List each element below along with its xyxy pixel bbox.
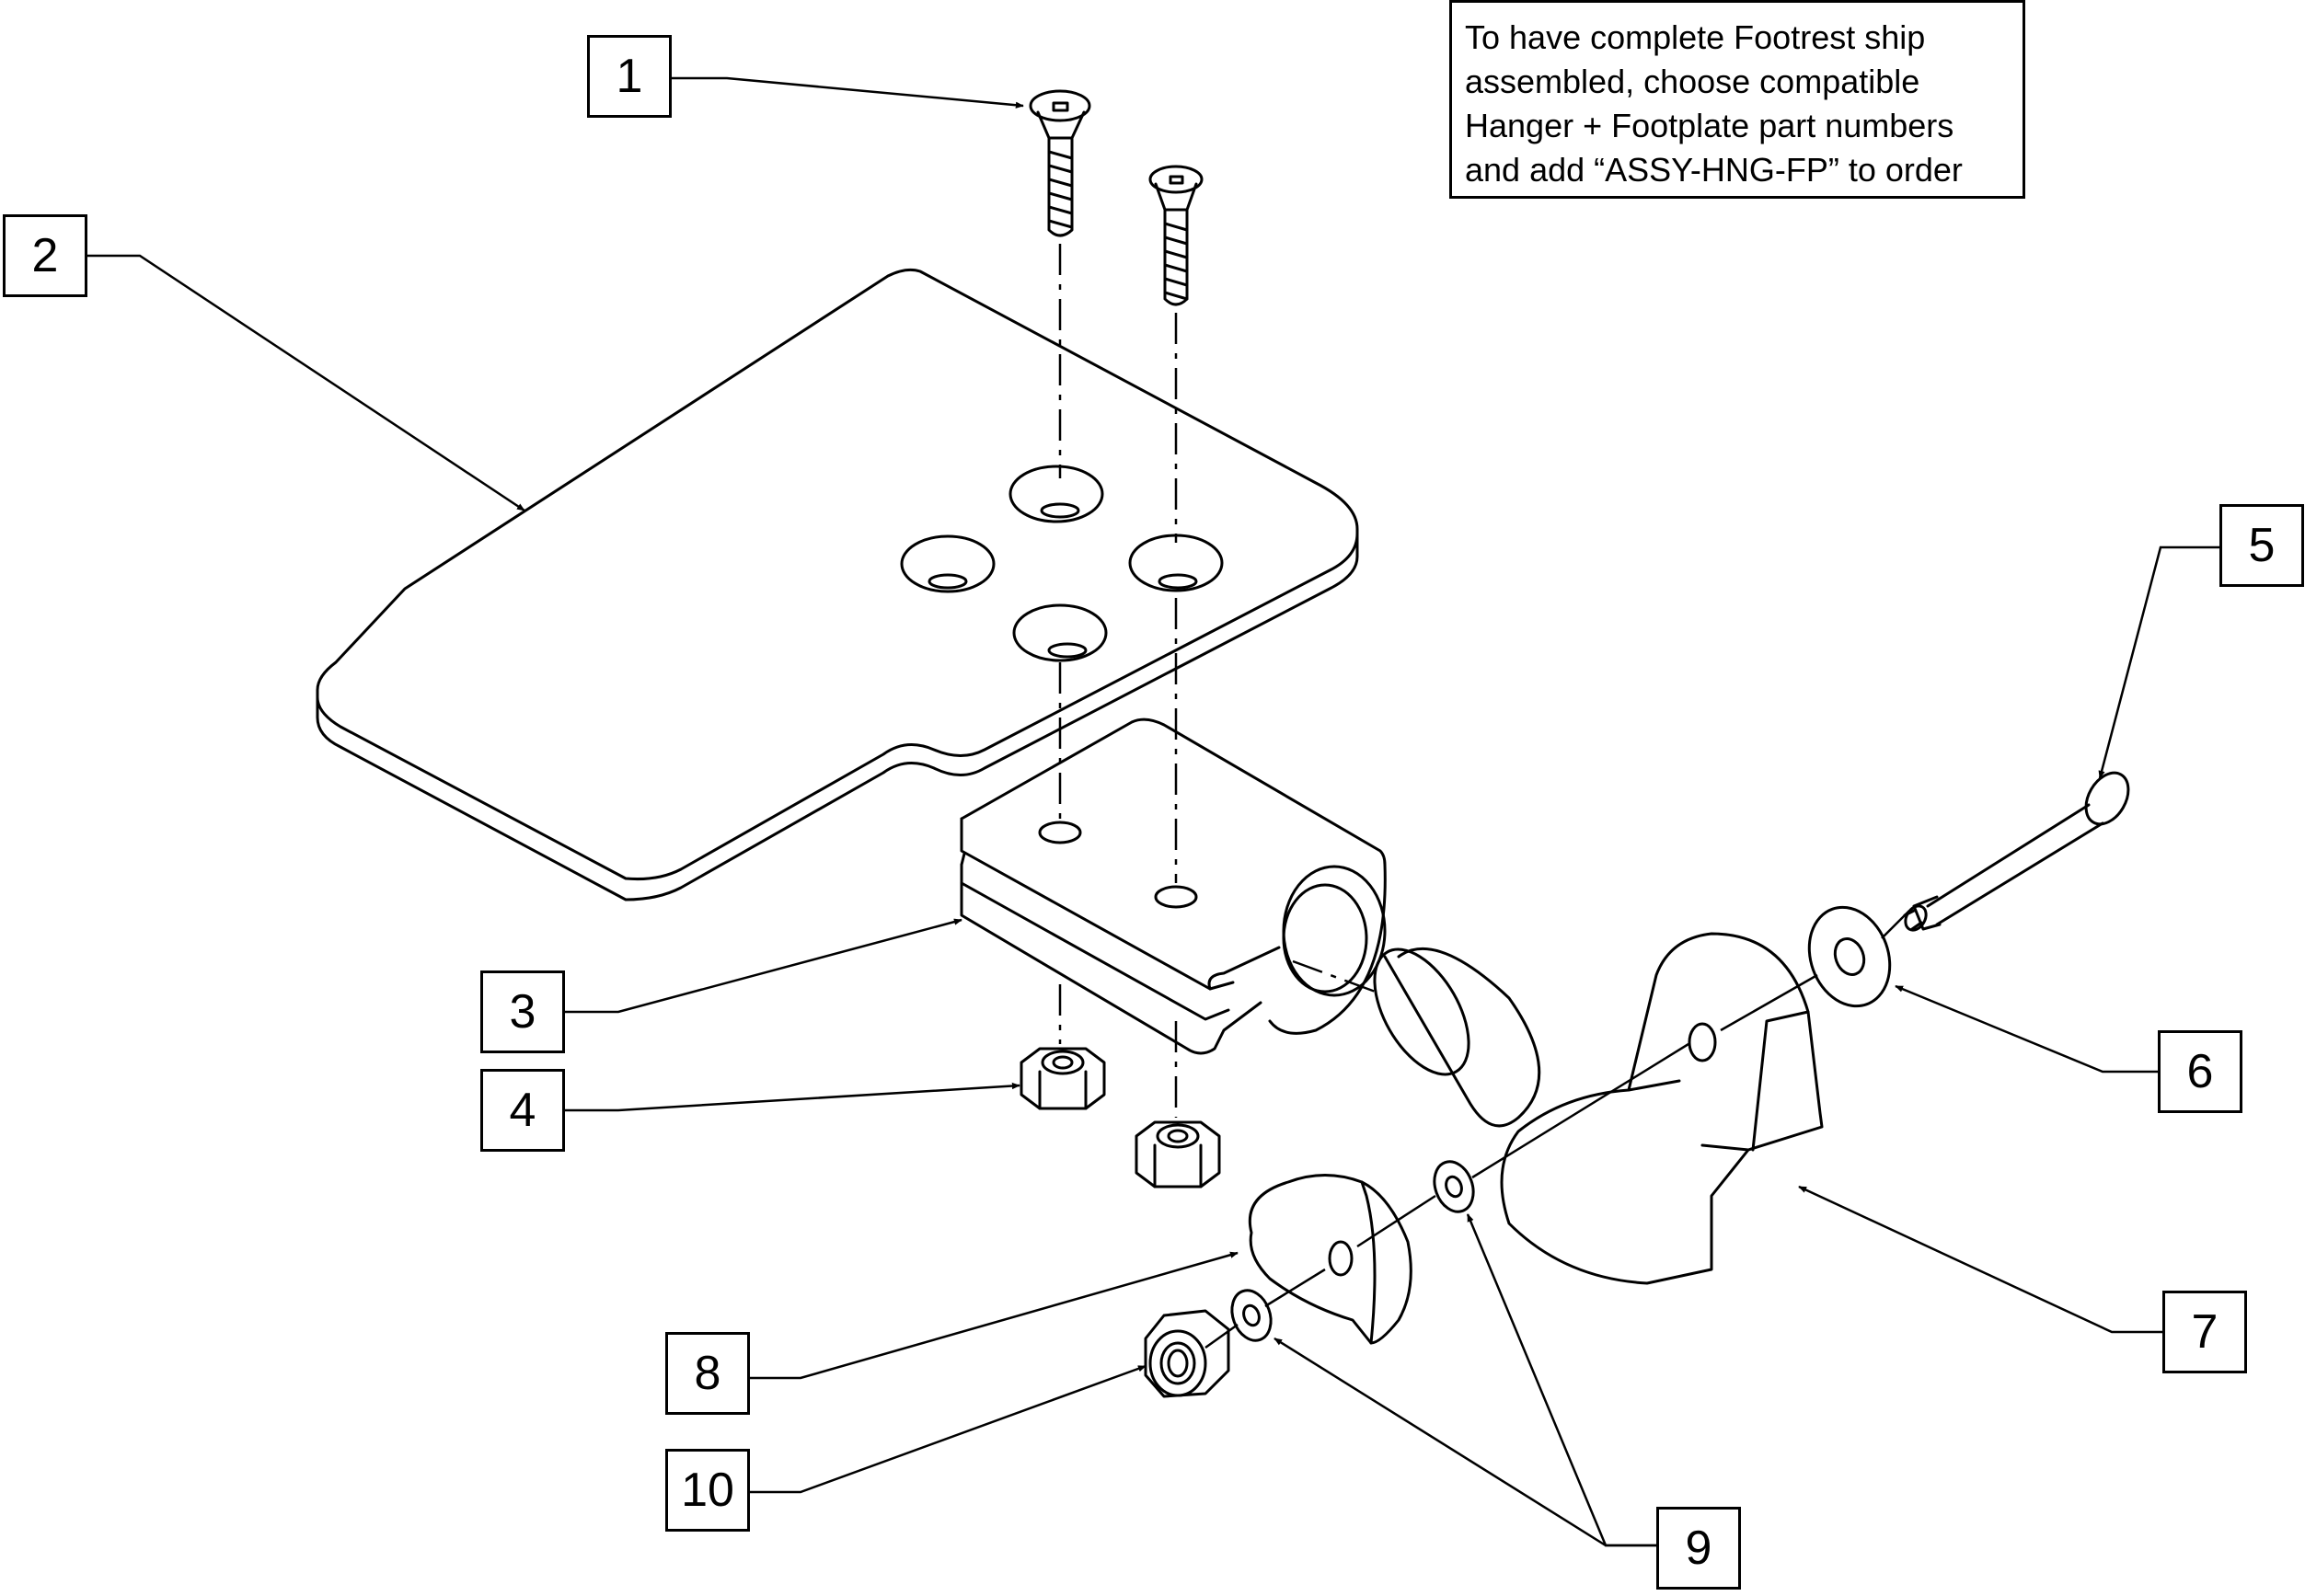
leader-2 [87, 254, 525, 512]
screw-2 [1148, 165, 1204, 306]
leader-3 [565, 918, 962, 1014]
axis-line-lower [1204, 1042, 1689, 1349]
axis-line-bolt [1720, 910, 1910, 1032]
bolt-part [1903, 771, 2130, 932]
centerline-hinge [1292, 959, 1381, 995]
callout-9[interactable]: 9 [1656, 1507, 1741, 1590]
washer-large [1807, 905, 1892, 1008]
note-line-3: Hanger + Footplate part numbers [1465, 107, 1954, 144]
leader-lines [87, 76, 2219, 1547]
leader-4 [565, 1082, 1020, 1112]
leader-9b [1274, 1337, 1656, 1547]
washer-small-2 [1230, 1289, 1273, 1342]
hanger-clamp-part [960, 718, 1387, 1055]
screw-1 [1029, 89, 1091, 237]
callout-2[interactable]: 2 [3, 214, 87, 297]
leader-8 [750, 1251, 1239, 1380]
lock-nut-part [1144, 1309, 1230, 1398]
nut-1 [1020, 1047, 1106, 1110]
callout-10[interactable]: 10 [665, 1449, 750, 1532]
leader-10 [750, 1364, 1147, 1494]
note-line-2: assembled, choose compatible [1465, 63, 1920, 100]
callout-5[interactable]: 5 [2219, 504, 2304, 587]
spacer-block-part [1248, 1174, 1412, 1345]
leader-5 [2098, 545, 2219, 779]
hanger-block-part [1500, 932, 1824, 1285]
nut-2 [1135, 1120, 1221, 1188]
callout-8[interactable]: 8 [665, 1332, 750, 1415]
callout-7[interactable]: 7 [2162, 1291, 2247, 1373]
note-line-4: and add “ASSY-HNG-FP” to order [1465, 151, 1963, 189]
leader-7 [1798, 1185, 2162, 1334]
note-line-1: To have complete Footrest ship [1465, 18, 1926, 56]
callout-6[interactable]: 6 [2158, 1030, 2242, 1113]
assembly-note-box: To have complete Footrest ship assembled… [1449, 0, 2025, 199]
callout-1[interactable]: 1 [587, 35, 672, 118]
washer-small-1 [1433, 1160, 1475, 1213]
cylinder-spacer [1373, 947, 1541, 1128]
leader-1 [672, 76, 1024, 109]
callout-4[interactable]: 4 [480, 1069, 565, 1152]
callout-3[interactable]: 3 [480, 970, 565, 1053]
leader-6 [1895, 984, 2158, 1074]
footplate-part [316, 268, 1359, 901]
